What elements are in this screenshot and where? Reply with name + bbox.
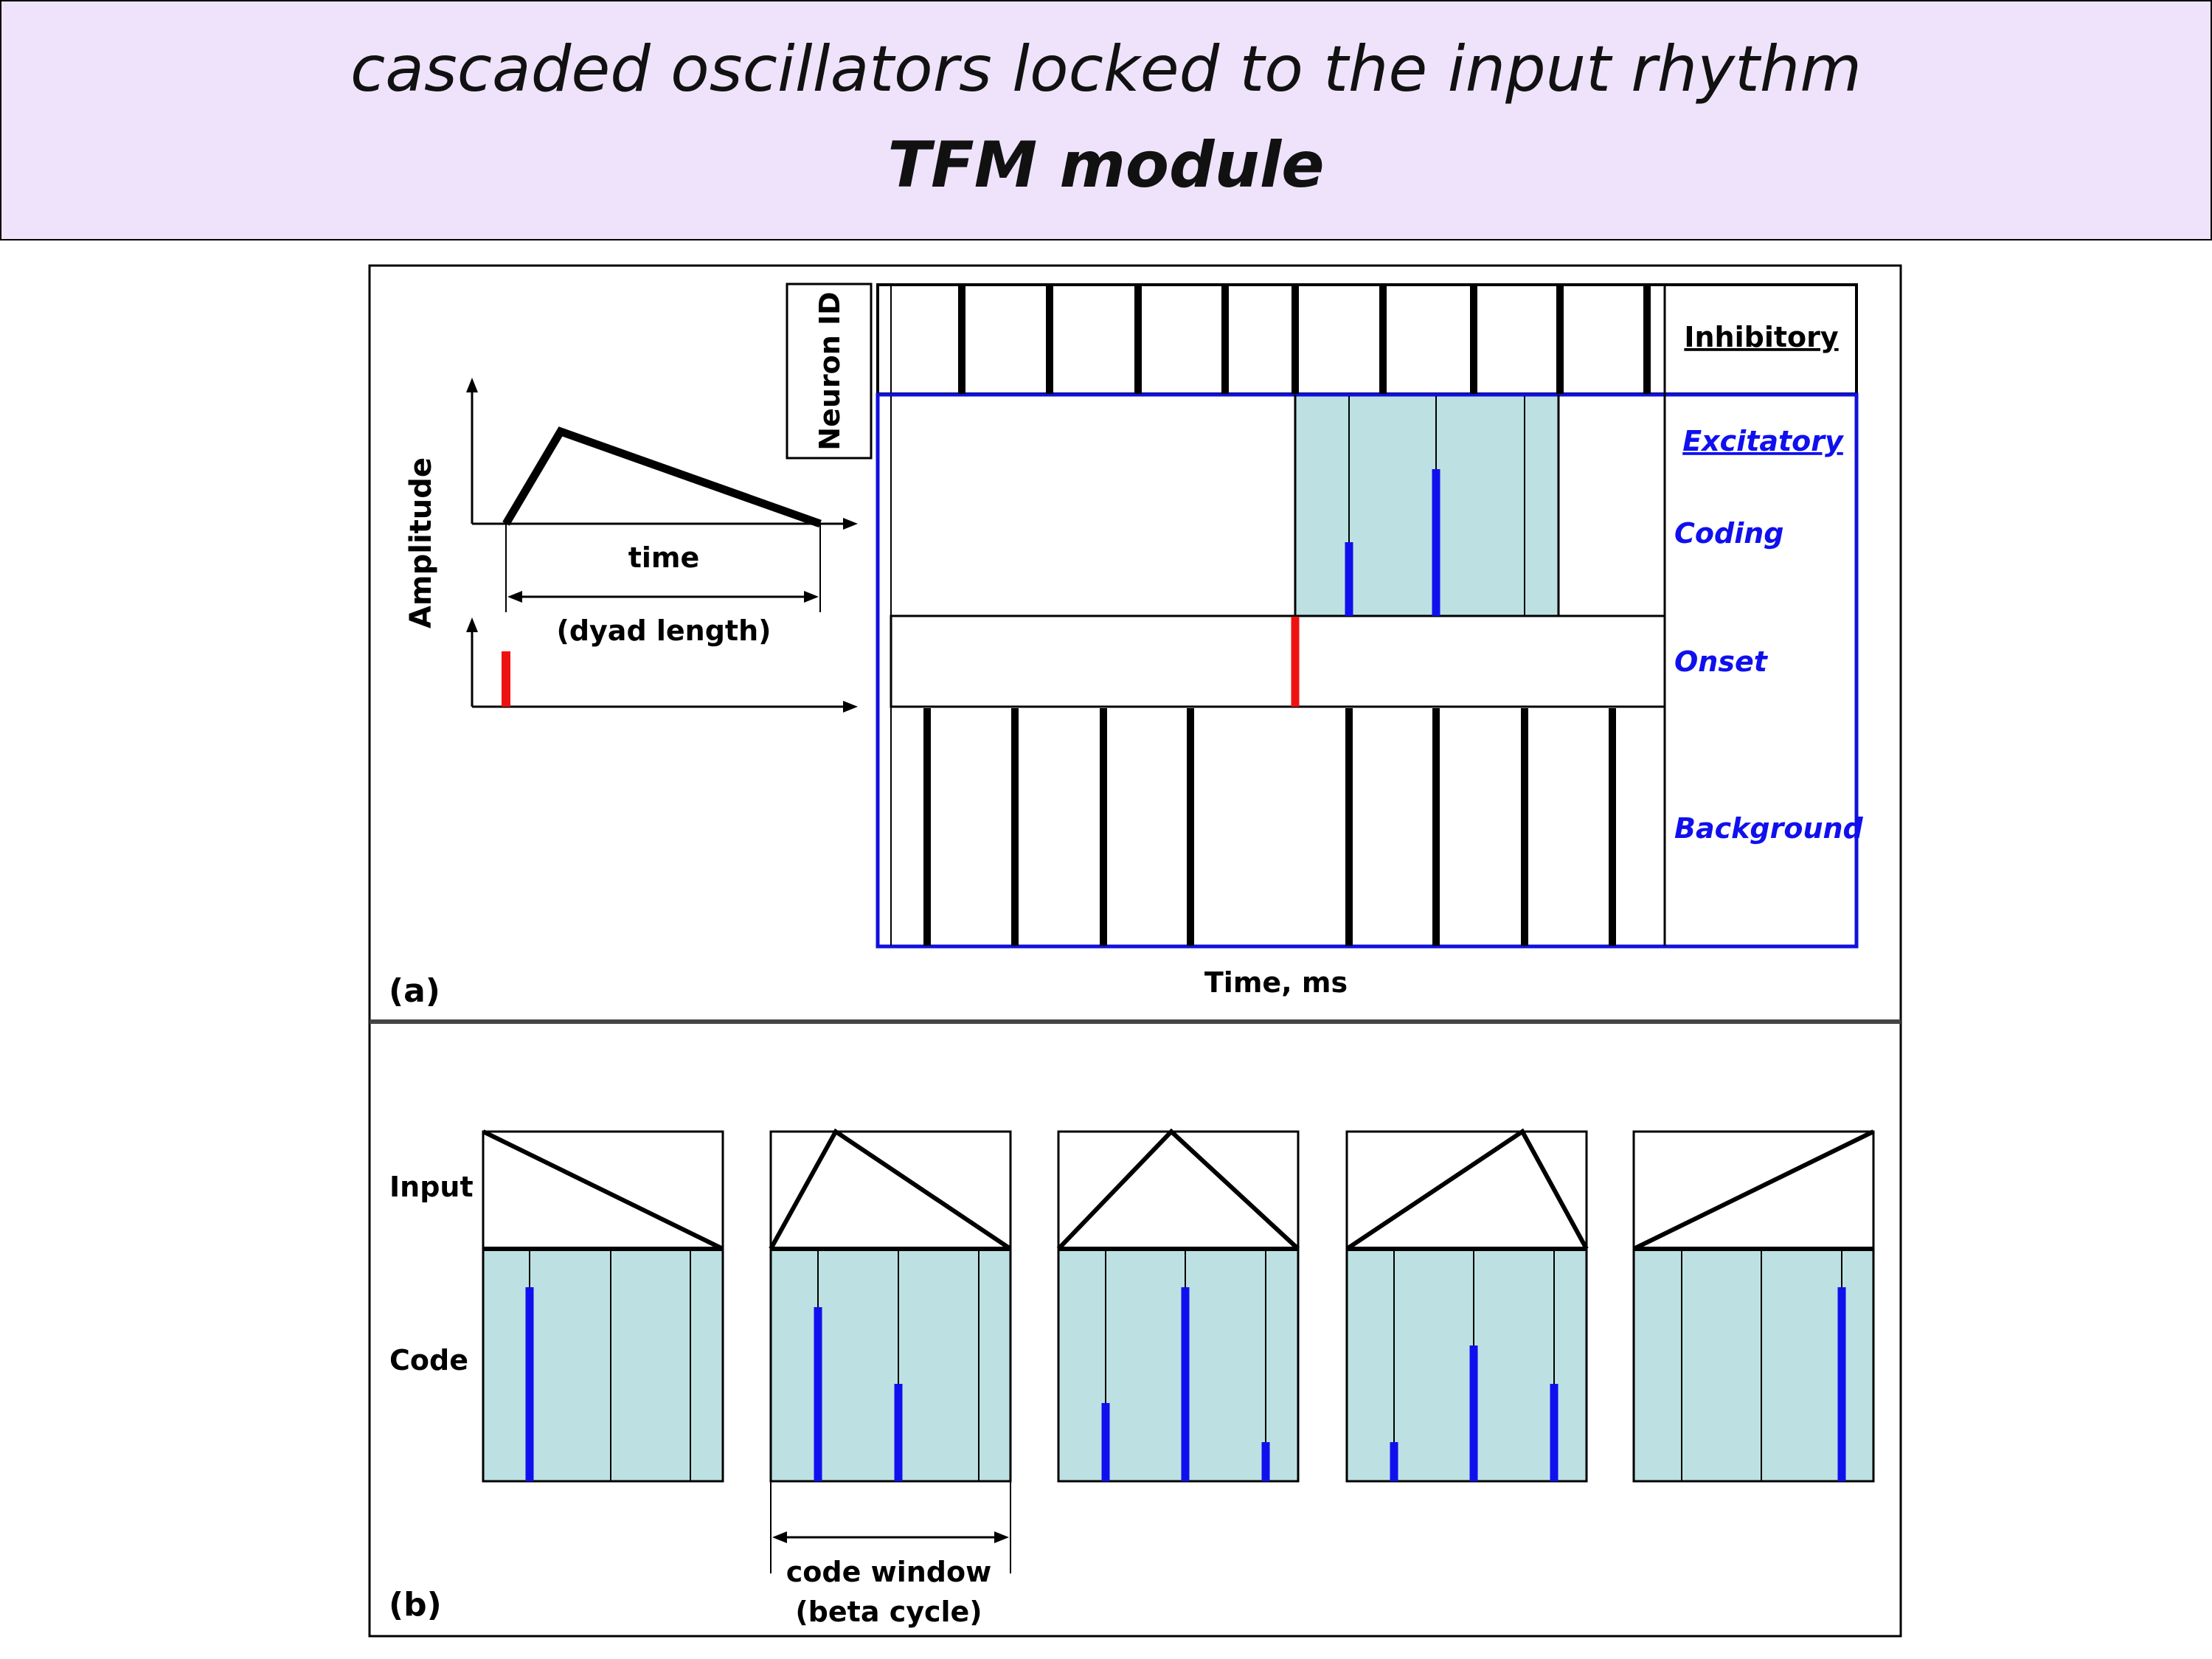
code-example-3 — [1056, 1128, 1300, 1483]
time-axis-label: Time, ms — [1204, 966, 1348, 999]
code-example-5 — [1632, 1129, 1875, 1483]
input-label: Input — [389, 1171, 474, 1203]
dyad-arrowhead-left — [507, 591, 522, 603]
code-example-4 — [1345, 1128, 1589, 1483]
input-box — [1345, 1130, 1588, 1250]
title-subtitle: cascaded oscillators locked to the input… — [350, 32, 1862, 106]
code-box — [482, 1247, 724, 1483]
envelope-x-arrowhead — [843, 518, 858, 530]
code-box — [769, 1247, 1012, 1483]
amplitude-axis-label: Amplitude — [404, 457, 438, 628]
input-envelope — [1632, 1129, 1875, 1251]
title-banner: cascaded oscillators locked to the input… — [0, 0, 2212, 240]
input-box — [769, 1130, 1012, 1250]
code-window-arrowhead-left — [772, 1531, 787, 1543]
code-label: Code — [389, 1344, 468, 1376]
code-window-arrowhead-right — [994, 1531, 1009, 1543]
raster-plot: Neuron ID — [786, 283, 1864, 999]
code-examples: Input Code — [389, 1128, 1875, 1628]
title-main: TFM module — [887, 128, 1325, 202]
envelope-y-arrowhead — [466, 378, 478, 392]
onset-x-arrowhead — [843, 701, 858, 713]
onset-y-arrowhead — [466, 617, 478, 632]
background-label: Background — [1674, 812, 1864, 845]
excitatory-frame — [876, 392, 1859, 949]
panel-b-label: (b) — [389, 1586, 442, 1624]
beta-cycle-label: (beta cycle) — [795, 1596, 982, 1628]
code-example-1 — [482, 1129, 724, 1483]
panel-a-label: (a) — [389, 972, 440, 1010]
onset-label: Onset — [1674, 645, 1769, 678]
time-label: time — [628, 541, 700, 574]
inhibitory-label: Inhibitory — [1684, 321, 1839, 353]
input-envelope — [769, 1128, 1012, 1251]
input-envelope — [1056, 1128, 1300, 1251]
input-box — [1057, 1130, 1300, 1250]
neuron-id-box — [786, 283, 873, 460]
code-example-2: code window (beta cycle) — [769, 1128, 1012, 1628]
envelope-sketch: time (dyad length) Amplitude — [404, 378, 858, 713]
dyad-arrowhead-right — [804, 591, 819, 603]
background-spikes — [923, 708, 1616, 946]
excitatory-label: Excitatory — [1682, 425, 1845, 457]
code-box — [1345, 1247, 1588, 1483]
code-box — [1057, 1247, 1300, 1483]
amplitude-envelope — [502, 426, 822, 528]
figure-frame — [368, 264, 1902, 1638]
input-envelope — [482, 1129, 724, 1251]
code-box — [1632, 1247, 1875, 1483]
input-envelope — [1345, 1128, 1589, 1251]
onset-row-box — [890, 614, 1666, 708]
inhibitory-spikes — [958, 285, 1651, 394]
coding-label: Coding — [1674, 517, 1783, 550]
neuron-id-label: Neuron ID — [814, 291, 846, 450]
coding-window-fill — [1295, 395, 1559, 616]
dyad-length-label: (dyad length) — [556, 614, 771, 647]
code-window-label: code window — [786, 1556, 991, 1588]
